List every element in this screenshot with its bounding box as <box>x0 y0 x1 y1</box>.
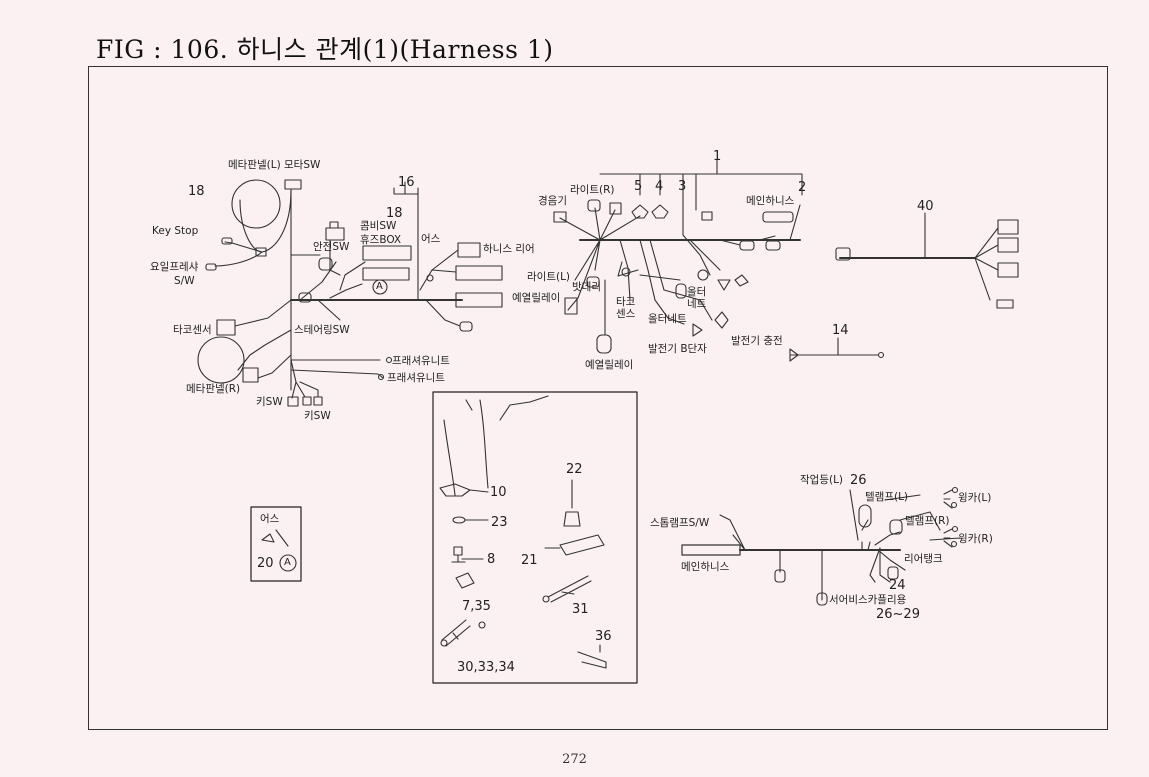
label-heat-relay-2: 예열릴레이 <box>585 359 634 371</box>
label-horn: 경음기 <box>538 195 567 207</box>
part-number-26: 26 <box>850 473 867 488</box>
label-oil-pressure-sw-2: S/W <box>174 275 195 287</box>
label-stop-lamp-sw: 스톱램프S/W <box>650 517 710 529</box>
label-generator-b-terminal: 발전기 B단자 <box>648 343 707 355</box>
figure-frame <box>88 66 1108 730</box>
safety-sw-connector <box>319 258 332 270</box>
part-number-20: 20 <box>257 556 274 571</box>
meter-panel-r-gauge <box>198 337 244 383</box>
meter-panel-l-gauge <box>232 180 280 228</box>
part-number-23: 23 <box>491 515 508 530</box>
circle-a <box>373 280 387 294</box>
part-number-4: 4 <box>655 179 664 194</box>
combi-sw-connector <box>326 222 344 240</box>
part-number-22: 22 <box>566 462 583 477</box>
rear-harness <box>682 488 960 606</box>
left-harness <box>16 0 502 406</box>
fuse-box <box>363 246 411 260</box>
figure-title: FIG : 106. 하니스 관계(1)(Harness 1) <box>96 35 554 64</box>
label-harness-rear: 하니스 리어 <box>483 243 535 255</box>
label-fuse-box: 휴즈BOX <box>360 234 402 246</box>
part-number-1: 1 <box>713 149 722 164</box>
part-number-5: 5 <box>634 179 643 194</box>
label-tail-lamp-r: 텔램프(R) <box>905 515 950 527</box>
part-number-40: 40 <box>917 199 934 214</box>
label-key-sw-2: 키SW <box>304 410 331 422</box>
label-light-r: 라이트(R) <box>570 184 615 196</box>
heat-relay-connector <box>597 335 611 353</box>
label-main-harness-top: 메인하니스 <box>746 195 795 207</box>
harness-part-40 <box>836 213 1018 308</box>
label-meter-panel-r: 메타판넬(R) <box>186 383 241 395</box>
label-alternator-2: 올터네트 <box>648 313 687 325</box>
part-number-24: 24 <box>889 578 906 593</box>
horn-connector <box>554 212 566 222</box>
page-number: 272 <box>562 752 587 767</box>
motor-sw-connector <box>285 180 301 189</box>
part-number-26-29: 26~29 <box>876 607 920 622</box>
label-circle-a: A <box>376 281 383 292</box>
tacho-sensor-connector <box>217 320 235 335</box>
label-earth-inset: 어스 <box>260 513 280 525</box>
label-alternator-1: 올터 네트 <box>687 286 707 311</box>
label-service-coupler: 서어비스카플리용 <box>829 594 907 606</box>
earth-inset <box>251 507 301 581</box>
part-number-31: 31 <box>572 602 589 617</box>
label-generator-charge: 발전기 충전 <box>731 335 783 347</box>
label-battery: 밧데리 <box>572 281 601 293</box>
label-earth: 어스 <box>421 233 441 245</box>
harness-part-14 <box>790 338 884 361</box>
label-key-stop: Key Stop <box>152 225 199 237</box>
label-tail-lamp-l: 텔램프(L) <box>865 491 909 503</box>
harness-rear-connector <box>458 243 480 257</box>
label-work-lamp-l: 작업등(L) <box>800 474 844 486</box>
hardware-inset <box>433 392 637 683</box>
part-number-10: 10 <box>490 485 507 500</box>
label-main-harness-bottom: 메인하니스 <box>681 561 730 573</box>
part-number-2: 2 <box>798 180 807 195</box>
label-steering-sw: 스테어링SW <box>294 324 350 336</box>
part-number-18a: 18 <box>188 184 205 199</box>
part-number-14: 14 <box>832 323 849 338</box>
label-tacho-sensor: 타코센서 <box>173 324 212 336</box>
label-oil-pressure-sw-1: 요일프레샤 <box>150 261 199 273</box>
label-combi-sw: 콤비SW <box>360 220 397 232</box>
label-meter-panel-l-motor-sw: 메타판넬(L) 모타SW <box>228 159 321 171</box>
label-winker-l: 윙카(L) <box>958 492 992 504</box>
label-light-l: 라이트(L) <box>527 271 571 283</box>
part-number-21: 21 <box>521 553 538 568</box>
part-number-7-35: 7,35 <box>462 599 491 614</box>
label-circle-a-inset: A <box>284 557 291 568</box>
part-number-18b: 18 <box>386 206 403 221</box>
meter-panel-r-connector <box>243 368 258 382</box>
label-safety-sw: 안전SW <box>313 241 350 253</box>
label-tacho-sense: 타코 센스 <box>616 296 636 321</box>
part-number-3: 3 <box>678 179 687 194</box>
engine-harness <box>554 160 802 353</box>
label-winker-r: 윙카(R) <box>958 533 993 545</box>
part-number-8: 8 <box>487 552 496 567</box>
label-pressure-unit-1: 프래셔유니트 <box>392 355 450 367</box>
part-number-36: 36 <box>595 629 612 644</box>
label-rear-tank: 리어탱크 <box>904 553 943 565</box>
part-number-16: 16 <box>398 175 415 190</box>
label-key-sw-1: 키SW <box>256 396 283 408</box>
part-number-30-33-34: 30,33,34 <box>457 660 515 675</box>
label-heat-relay-1: 예열릴레이 <box>512 292 561 304</box>
label-pressure-unit-2: 프래셔유니트 <box>387 372 445 384</box>
